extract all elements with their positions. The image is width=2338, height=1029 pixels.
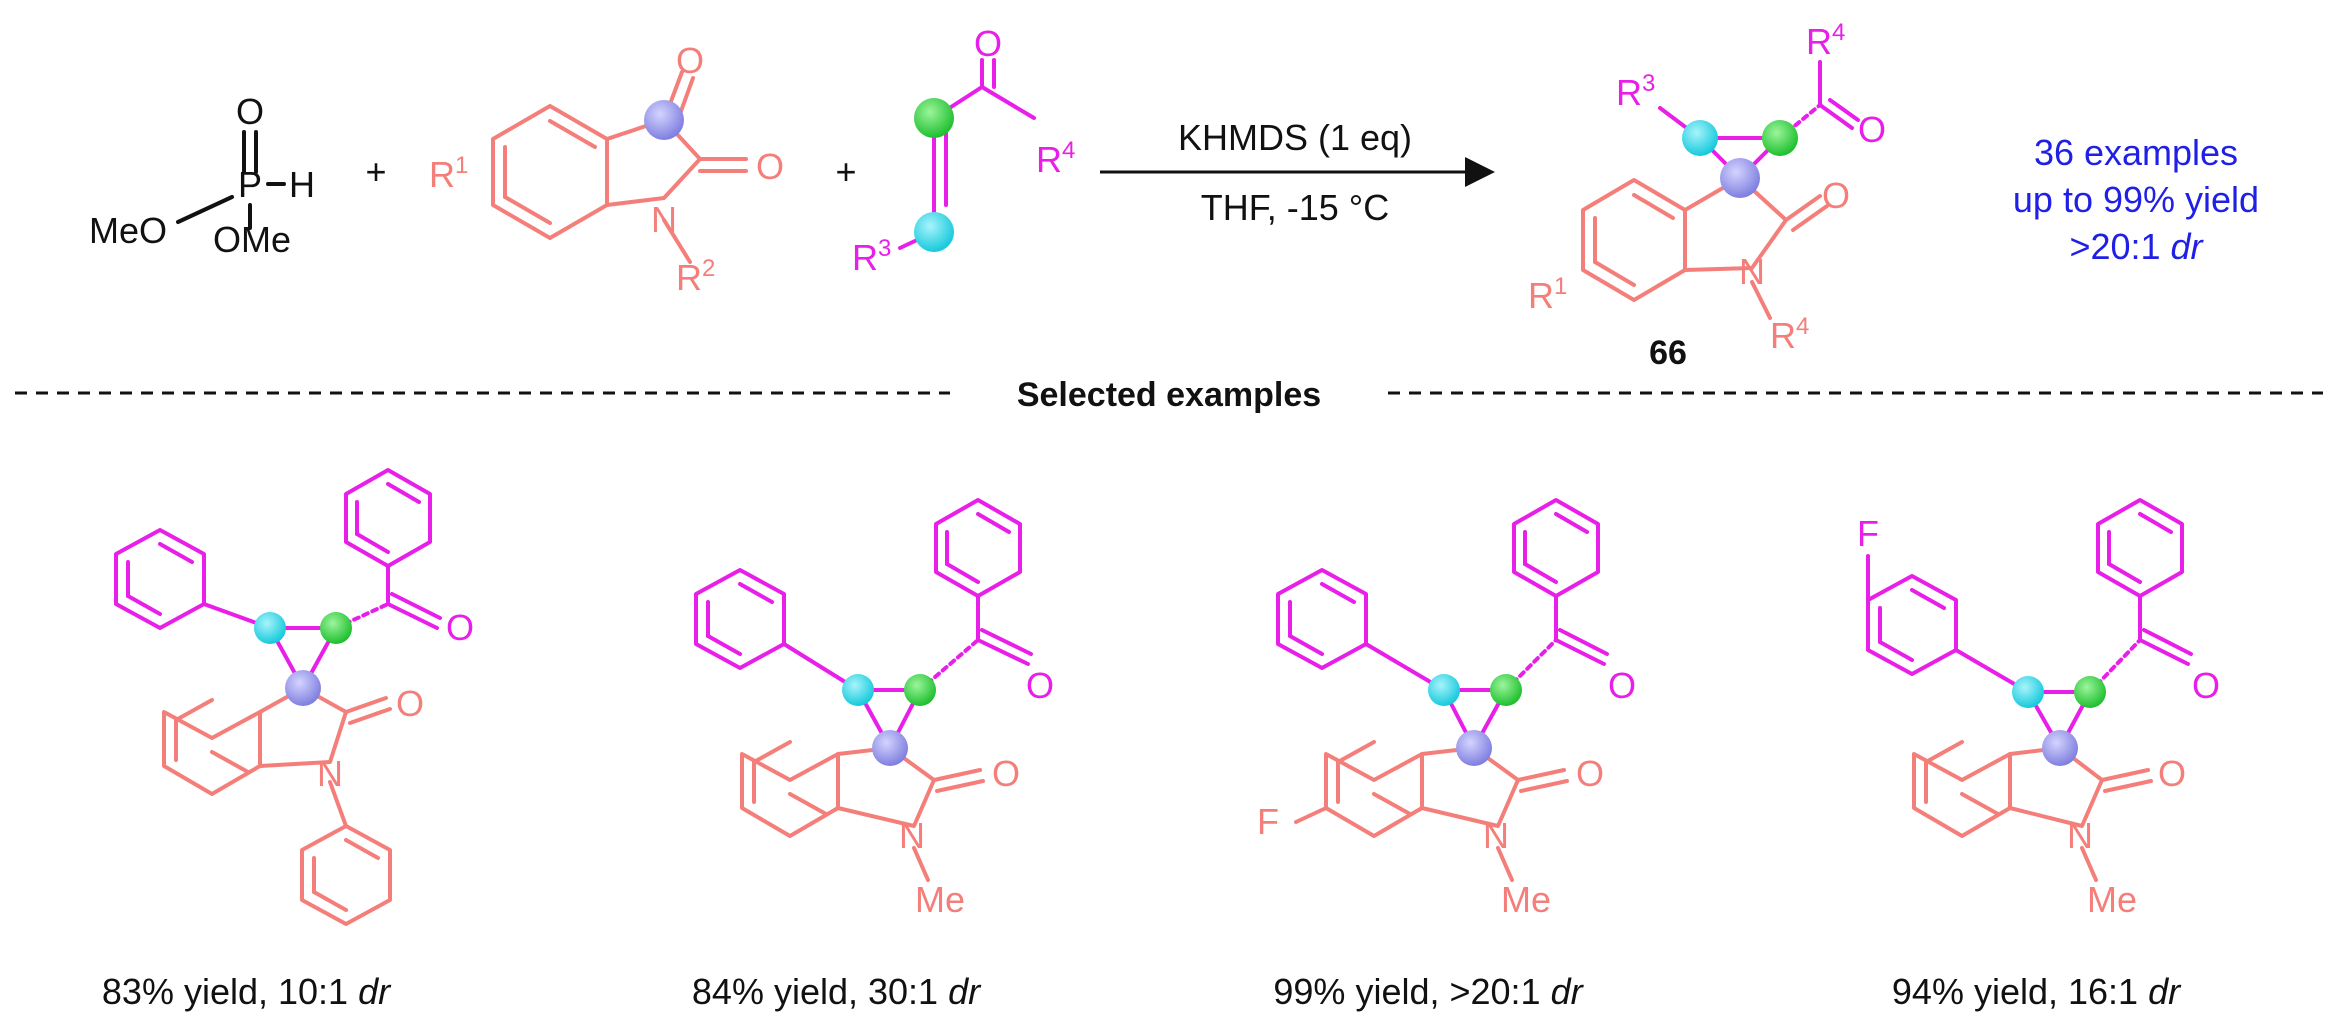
- hydrogen-label: H: [289, 164, 315, 205]
- ex1-beta-marker: [254, 612, 286, 644]
- ex4-methyl: Me: [2087, 879, 2137, 920]
- example-2-yield: 84% yield, 30:1 dr: [692, 971, 982, 1012]
- example-1-yield: 83% yield, 10:1 dr: [102, 971, 392, 1012]
- product-amide-oxygen: O: [1822, 175, 1850, 216]
- product-r4-ketone-label: R4: [1806, 19, 1845, 62]
- beta-carbon-marker: [914, 212, 954, 252]
- isatin-r2-label: R2: [676, 255, 715, 298]
- enone-oxygen: O: [974, 23, 1002, 64]
- conditions-solvent: THF, -15 °C: [1201, 187, 1389, 228]
- summary-examples: 36 examples: [2034, 132, 2238, 173]
- ex1-spiro-marker: [285, 670, 321, 706]
- spirocyclopropane-product: R3 R4 O O N R1 R4 66: [1528, 19, 1886, 372]
- example-1-structure: O O N: [114, 468, 474, 926]
- example-3-yield: 99% yield, >20:1 dr: [1273, 971, 1584, 1012]
- product-spiro-marker: [1720, 158, 1760, 198]
- selected-examples-heading: Selected examples: [1017, 376, 1321, 414]
- ex4-fluorine: F: [1857, 513, 1879, 554]
- ex4-spiro-marker: [2042, 730, 2078, 766]
- ex3-spiro-marker: [1456, 730, 1492, 766]
- product-r3-label: R3: [1616, 70, 1655, 113]
- product-nitrogen: N: [1739, 251, 1765, 292]
- methoxy-label-right: OMe: [213, 219, 291, 260]
- product-beta-marker: [1682, 120, 1718, 156]
- enone-r4-label: R4: [1036, 137, 1075, 180]
- reaction-arrow: KHMDS (1 eq) THF, -15 °C: [1100, 117, 1495, 228]
- scope-summary: 36 examples up to 99% yield >20:1 dr: [2013, 132, 2259, 267]
- enone-reactant: O R4 R3: [852, 23, 1075, 278]
- ex3-amide-oxygen: O: [1576, 753, 1604, 794]
- ex1-nitrogen: N: [317, 753, 343, 794]
- ex1-alpha-marker: [320, 612, 352, 644]
- ex1-ketone-oxygen: O: [446, 607, 474, 648]
- isatin-amide-oxygen: O: [756, 146, 784, 187]
- ex3-beta-marker: [1428, 674, 1460, 706]
- isatin-nitrogen: N: [651, 199, 677, 240]
- ex4-ketone-oxygen: O: [2192, 665, 2220, 706]
- isatin-reactant: O O N R1 R2: [429, 40, 784, 298]
- ex3-fluorine: F: [1257, 801, 1279, 842]
- ex3-alpha-marker: [1490, 674, 1522, 706]
- ex1-amide-oxygen: O: [396, 683, 424, 724]
- product-r1-label: R1: [1528, 273, 1567, 316]
- ex2-methyl: Me: [915, 879, 965, 920]
- ex2-spiro-marker: [872, 730, 908, 766]
- ex2-nitrogen: N: [899, 815, 925, 856]
- alpha-carbon-marker: [914, 98, 954, 138]
- example-3-structure: O O N Me F: [1257, 498, 1636, 920]
- ex2-amide-oxygen: O: [992, 753, 1020, 794]
- conditions-reagent: KHMDS (1 eq): [1178, 117, 1412, 158]
- dimethyl-phosphite: O P H MeO OMe: [89, 91, 315, 260]
- ex2-ketone-oxygen: O: [1026, 665, 1054, 706]
- ex3-methyl: Me: [1501, 879, 1551, 920]
- example-4-yield: 94% yield, 16:1 dr: [1892, 971, 2182, 1012]
- ex4-amide-oxygen: O: [2158, 753, 2186, 794]
- phosphite-oxygen-label: O: [236, 91, 264, 132]
- plus-sign-1: +: [365, 151, 386, 192]
- example-4-structure: O O N Me F: [1857, 498, 2220, 920]
- ex2-beta-marker: [842, 674, 874, 706]
- methoxy-label-left: MeO: [89, 210, 167, 251]
- product-r4-nitrogen-label: R4: [1770, 313, 1809, 356]
- ex4-alpha-marker: [2074, 676, 2106, 708]
- plus-sign-2: +: [835, 151, 856, 192]
- ex3-ketone-oxygen: O: [1608, 665, 1636, 706]
- ex4-beta-marker: [2012, 676, 2044, 708]
- product-compound-number: 66: [1649, 334, 1687, 372]
- isatin-r1-label: R1: [429, 152, 468, 195]
- product-ketone-oxygen: O: [1858, 109, 1886, 150]
- isatin-ketone-oxygen: O: [676, 40, 704, 81]
- ex4-nitrogen: N: [2067, 815, 2093, 856]
- spiro-carbon-marker: [644, 100, 684, 140]
- product-alpha-marker: [1762, 120, 1798, 156]
- ex2-alpha-marker: [904, 674, 936, 706]
- summary-yield: up to 99% yield: [2013, 179, 2259, 220]
- summary-dr: >20:1 dr: [2069, 226, 2204, 267]
- ex3-nitrogen: N: [1483, 815, 1509, 856]
- section-divider: Selected examples: [15, 376, 2323, 414]
- example-2-structure: O O N Me: [694, 498, 1054, 920]
- enone-r3-label: R3: [852, 235, 891, 278]
- phosphorus-label: P: [238, 164, 262, 205]
